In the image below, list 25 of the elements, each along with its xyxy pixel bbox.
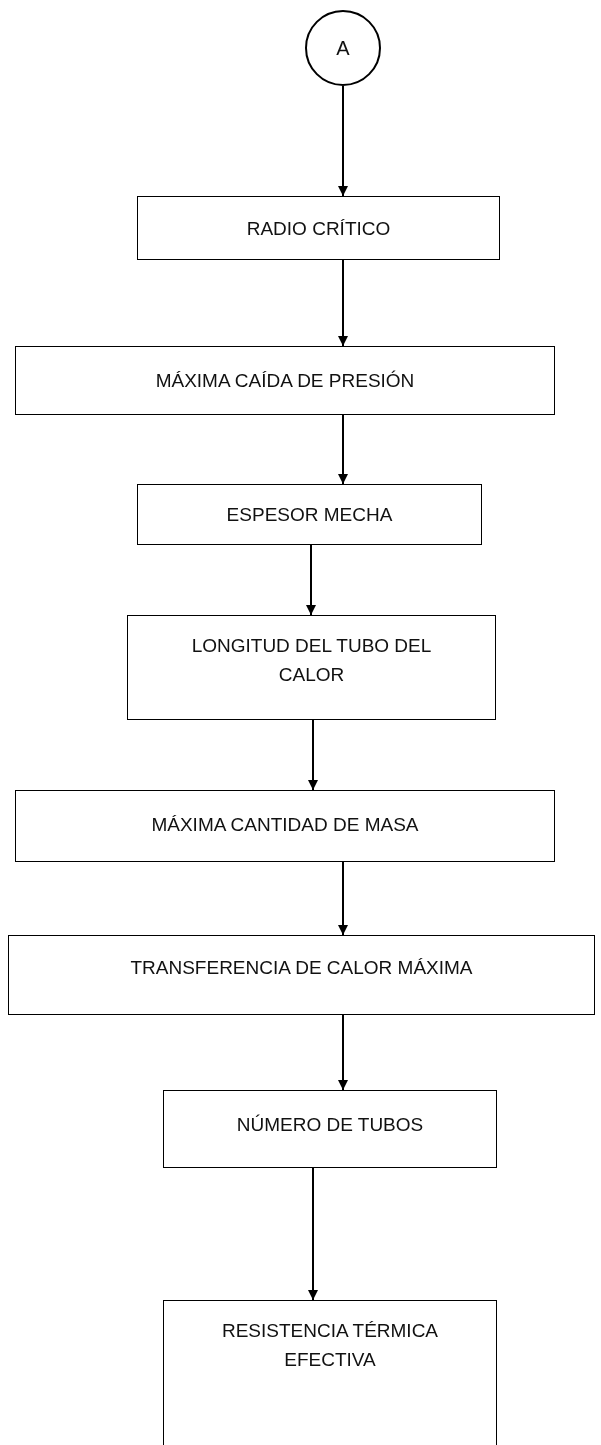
process-box [137,484,482,545]
process-box [127,615,496,720]
process-box [163,1300,497,1445]
node-label: A [336,36,350,61]
node-label: NÚMERO DE TUBOS [236,1113,424,1137]
node-label: MÁXIMA CANTIDAD DE MASA [151,813,419,837]
node-label: MÁXIMA CAÍDA DE PRESIÓN [155,369,415,393]
node-label: ESPESOR MECHA [226,503,393,527]
process-box [137,196,500,260]
arrow [306,544,316,616]
arrow [308,1167,318,1301]
arrow [308,719,318,791]
node-label: RESISTENCIA TÉRMICA EFECTIVA [220,1319,440,1372]
process-box [8,935,595,1015]
process-box [15,346,555,415]
process-box [163,1090,497,1168]
node-label: LONGITUD DEL TUBO DEL CALOR [190,634,433,687]
arrow [338,85,348,197]
arrow [338,861,348,936]
node-label: TRANSFERENCIA DE CALOR MÁXIMA [130,956,473,980]
arrow [338,414,348,485]
node-label: RADIO CRÍTICO [246,217,391,241]
arrow [338,1014,348,1091]
process-box [15,790,555,862]
arrow [338,259,348,347]
